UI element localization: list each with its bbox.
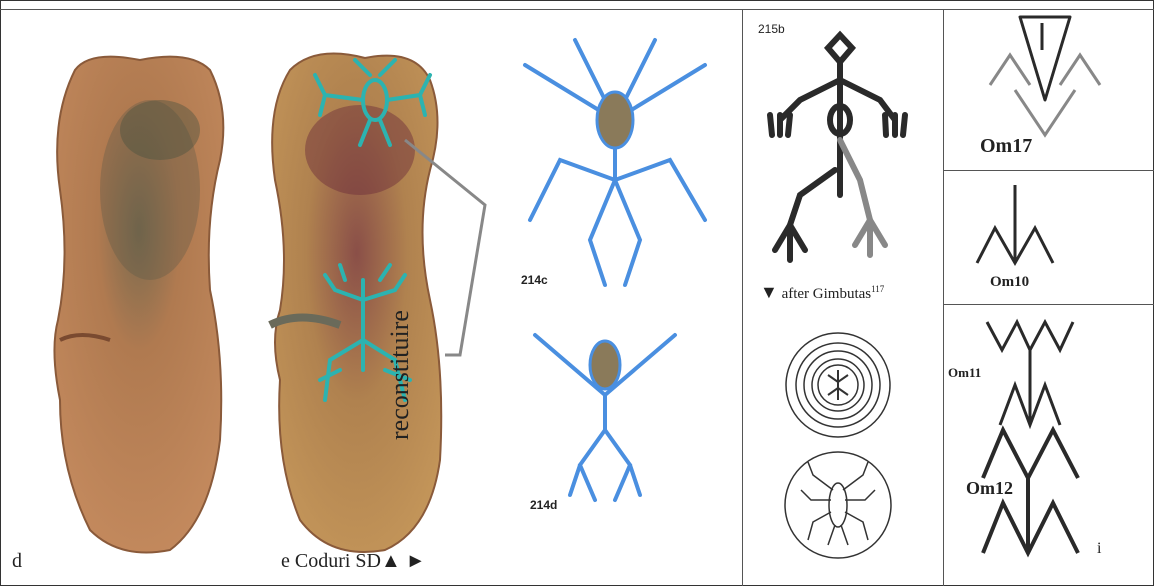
reconstruction-214c	[520, 30, 720, 290]
sign-om11-label: Om11	[948, 365, 981, 381]
label-d: d	[12, 550, 22, 573]
divider-right	[943, 9, 944, 586]
top-divider	[0, 9, 1154, 10]
concentric-seal	[783, 330, 893, 440]
reconstruction-214d	[525, 315, 695, 515]
fig-214d-label: 214d	[530, 498, 557, 512]
sign-om10-label: Om10	[990, 274, 1029, 291]
sign-om17-drawing	[985, 15, 1105, 145]
label-e-text: e Coduri SD	[281, 550, 381, 572]
figurine-e-image	[245, 40, 485, 560]
drawing-215b	[760, 30, 920, 280]
fig-214c-label: 214c	[521, 273, 548, 287]
divider-left	[742, 9, 743, 586]
caption-gimbutas: ▼ after Gimbutas117	[760, 282, 884, 303]
label-e: e Coduri SD▲ ►	[281, 550, 426, 573]
reconstituire-label: reconstituire	[385, 310, 415, 440]
sign-om12-label: Om12	[966, 478, 1013, 499]
divider-om10	[943, 304, 1154, 305]
sign-om11-drawing	[985, 320, 1075, 430]
footnote-ref: 117	[871, 284, 884, 294]
sign-om10-drawing	[975, 183, 1055, 268]
sign-om17-label: Om17	[980, 135, 1032, 158]
mark-i: i	[1097, 540, 1101, 558]
figurine-d-image	[30, 40, 270, 560]
caption-marker-icon: ▼	[760, 282, 778, 302]
arrow-icons: ▲ ►	[381, 550, 426, 572]
caption-text: after Gimbutas	[782, 286, 872, 302]
divider-om17	[943, 170, 1154, 171]
spider-seal	[783, 450, 893, 560]
